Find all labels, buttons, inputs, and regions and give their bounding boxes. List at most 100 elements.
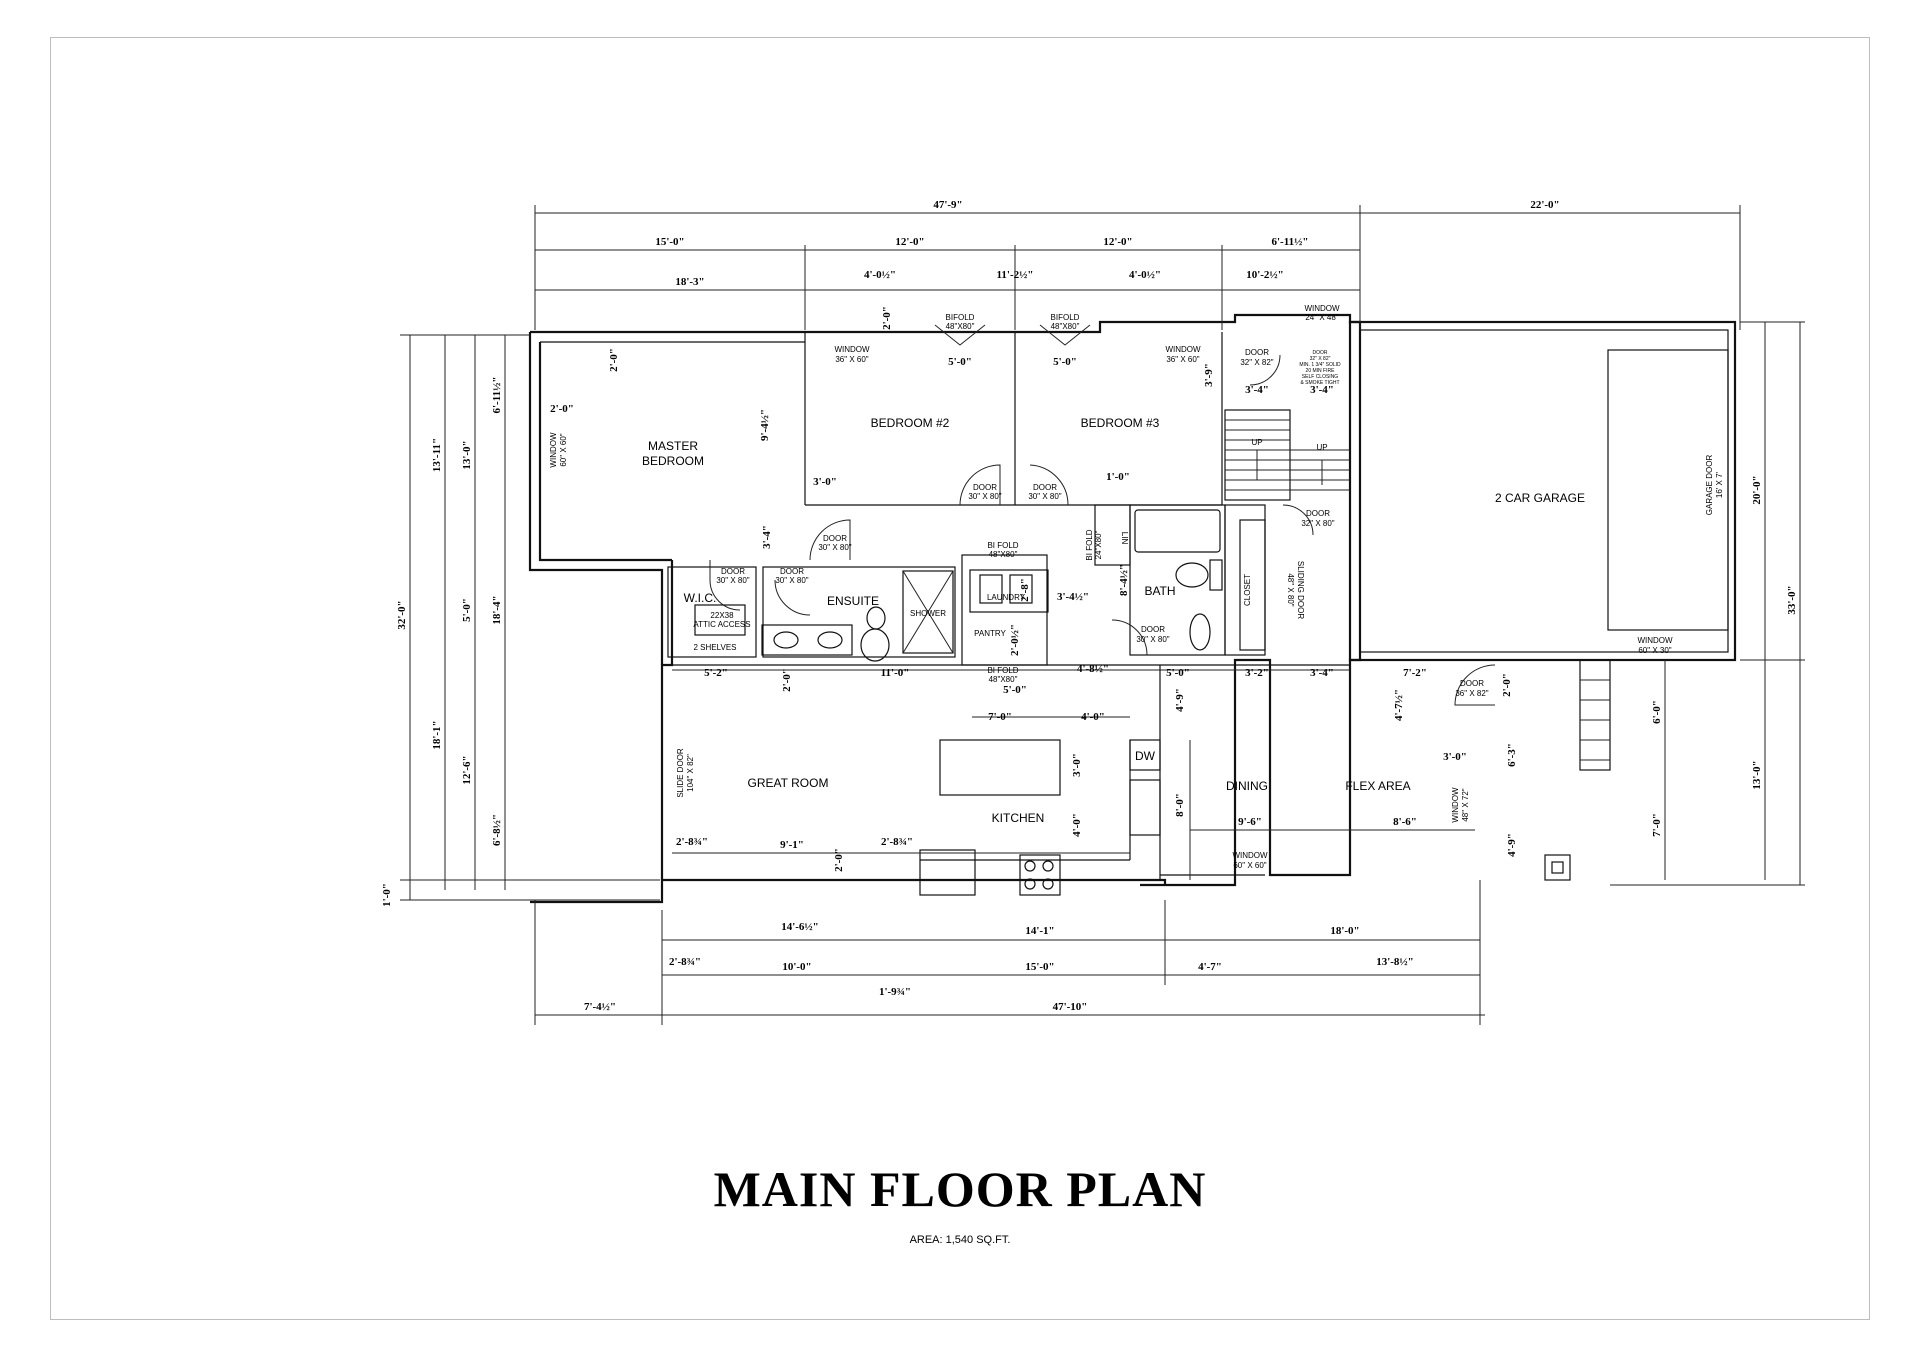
note-door-bed2-size: 30" X 80" bbox=[968, 492, 1001, 501]
dim-2-0-gr: 2'-0" bbox=[781, 668, 793, 692]
room-label-bedroom-2: BEDROOM #2 bbox=[871, 416, 950, 430]
dim-3-4-flex: 3'-4" bbox=[1310, 667, 1334, 679]
dim-4-9: 4'-9" bbox=[1174, 688, 1186, 712]
note-window-master-size: 60" X 60" bbox=[559, 433, 568, 466]
dim-18-4: 18'-4" bbox=[491, 595, 503, 624]
room-label-wic: W.I.C. bbox=[684, 591, 717, 605]
dim-7-4: 7'-4½" bbox=[584, 1001, 616, 1013]
note-garage-fire-1: DOOR bbox=[1313, 350, 1328, 356]
dim-7-0: 7'-0" bbox=[1651, 813, 1663, 837]
note-door-bath: DOOR bbox=[1141, 625, 1165, 634]
note-sliding-door-size: 48" X 80" bbox=[1286, 573, 1295, 606]
dim-2-0-win: 2'-0" bbox=[833, 848, 845, 872]
note-window-flex: WINDOW bbox=[1451, 787, 1460, 823]
note-window-dining: WINDOW bbox=[1232, 851, 1268, 860]
note-garage-fire-4: 20 MIN FIRE bbox=[1306, 368, 1336, 374]
dimension-lines bbox=[400, 205, 1805, 1025]
dim-9-4: 9'-4½" bbox=[759, 409, 771, 441]
room-label-closet: CLOSET bbox=[1243, 574, 1252, 606]
dim-4-0-vert: 4'-0" bbox=[1071, 813, 1083, 837]
note-linen: LIN bbox=[1120, 532, 1129, 545]
note-garage-door: GARAGE DOOR bbox=[1705, 455, 1714, 516]
dim-5-0a: 5'-0" bbox=[948, 356, 972, 368]
dim-3-4half: 3'-4½" bbox=[1057, 591, 1089, 603]
note-door-wic: DOOR bbox=[721, 567, 745, 576]
note-garage-fire-3: MIN. 1 3/4" SOLID bbox=[1299, 362, 1341, 368]
note-window-bed2-size: 36" X 60" bbox=[835, 355, 868, 364]
dim-5-0-din: 5'-0" bbox=[1166, 667, 1190, 679]
room-label-flex: FLEX AREA bbox=[1345, 779, 1410, 793]
dim-master-2-0h: 2'-0" bbox=[550, 403, 574, 415]
note-garage-fire-2: 32" X 82" bbox=[1310, 356, 1331, 362]
dim-2-0-top: 2'-0" bbox=[881, 306, 893, 330]
room-label-bath: BATH bbox=[1144, 584, 1175, 598]
dim-14-1: 14'-1" bbox=[1025, 925, 1054, 937]
dim-9-1: 9'-1" bbox=[780, 839, 804, 851]
dim-18-3: 18'-3" bbox=[675, 276, 704, 288]
dim-4-8: 4'-8½" bbox=[1077, 663, 1109, 675]
room-label-pantry: PANTRY bbox=[974, 629, 1006, 638]
dim-7-0-kit: 7'-0" bbox=[988, 711, 1012, 723]
note-door-ensuite: DOOR bbox=[823, 534, 847, 543]
dim-10-0: 10'-0" bbox=[782, 961, 811, 973]
note-door-ensuite-2: DOOR bbox=[780, 567, 804, 576]
stair-label-up-2: UP bbox=[1316, 443, 1327, 452]
dim-master-2-0v: 2'-0" bbox=[608, 348, 620, 372]
room-label-kitchen: KITCHEN bbox=[992, 811, 1045, 825]
note-bifold-linen: BI FOLD bbox=[1085, 529, 1094, 560]
dim-6-11-left: 6'-11½" bbox=[491, 377, 503, 414]
dim-4-9b: 4'-9" bbox=[1506, 833, 1518, 857]
room-label-bedroom-3: BEDROOM #3 bbox=[1081, 416, 1160, 430]
note-door-32x82-size: 32" X 82" bbox=[1240, 358, 1273, 367]
room-label-garage: 2 CAR GARAGE bbox=[1495, 491, 1585, 505]
dim-5-0b: 5'-0" bbox=[1053, 356, 1077, 368]
walls bbox=[528, 313, 1737, 904]
dim-13-8: 13'-8½" bbox=[1376, 956, 1414, 968]
note-attic: 22X38 bbox=[710, 611, 734, 620]
dim-3-4b: 3'-4" bbox=[1310, 384, 1334, 396]
note-window-master: WINDOW bbox=[549, 432, 558, 468]
note-door-ensuite-2-size: 30" X 80" bbox=[775, 576, 808, 585]
dim-1-0: 1'-0" bbox=[1106, 471, 1130, 483]
dim-2-0-entry: 2'-0" bbox=[1501, 673, 1513, 697]
note-sliding-door: SLIDING DOOR bbox=[1296, 561, 1305, 619]
stairs bbox=[1224, 409, 1611, 881]
dim-3-2: 3'-2" bbox=[1245, 667, 1269, 679]
note-bifold-1: BIFOLD bbox=[946, 313, 975, 322]
dim-15-0: 15'-0" bbox=[1025, 961, 1054, 973]
note-bifold-pantry-size: 48"X80" bbox=[989, 675, 1018, 684]
dim-2-8b: 2'-8¾" bbox=[881, 836, 913, 848]
dim-13-0-right: 13'-0" bbox=[1751, 760, 1763, 789]
area-label: AREA: 1,540 SQ.FT. bbox=[909, 1234, 1011, 1246]
note-window-dining-size: 60" X 60" bbox=[1233, 861, 1266, 870]
dim-3-9: 3'-9" bbox=[1203, 363, 1215, 387]
dim-3-0: 3'-0" bbox=[813, 476, 837, 488]
dim-3-4a: 3'-4" bbox=[1245, 384, 1269, 396]
note-bifold-laundry-size: 48"X80" bbox=[989, 550, 1018, 559]
note-slide-door-size: 104" X 82" bbox=[686, 754, 695, 792]
dim-3-0-entry: 3'-0" bbox=[1443, 751, 1467, 763]
page-title: MAIN FLOOR PLAN bbox=[713, 1161, 1207, 1217]
dim-8-0: 8'-0" bbox=[1174, 793, 1186, 817]
room-label-shower: SHOWER bbox=[910, 609, 946, 618]
dim-15: 15'-0" bbox=[655, 236, 684, 248]
dim-18-1: 18'-1" bbox=[431, 720, 443, 749]
room-label-dw: DW bbox=[1135, 749, 1156, 763]
note-bifold-1-size: 48"X80" bbox=[946, 322, 975, 331]
note-attic-access: ATTIC ACCESS bbox=[693, 620, 750, 629]
dim-12a: 12'-0" bbox=[895, 236, 924, 248]
dim-garage-width: 22'-0" bbox=[1530, 199, 1559, 211]
dim-18-0: 18'-0" bbox=[1330, 925, 1359, 937]
door-swings bbox=[709, 324, 1496, 706]
dim-2-8a: 2'-8¾" bbox=[676, 836, 708, 848]
note-garage-fire-6: & SMOKE TIGHT bbox=[1300, 380, 1339, 386]
note-door-ensuite-size: 30" X 80" bbox=[818, 543, 851, 552]
note-door-bath-size: 30" X 80" bbox=[1136, 635, 1169, 644]
dim-3-0-island: 3'-0" bbox=[1071, 753, 1083, 777]
note-door-bed2: DOOR bbox=[973, 483, 997, 492]
note-window-bed2: WINDOW bbox=[834, 345, 870, 354]
dim-47-10: 47'-10" bbox=[1053, 1001, 1088, 1013]
dim-11-0: 11'-0" bbox=[881, 667, 910, 679]
note-door-bed3: DOOR bbox=[1033, 483, 1057, 492]
